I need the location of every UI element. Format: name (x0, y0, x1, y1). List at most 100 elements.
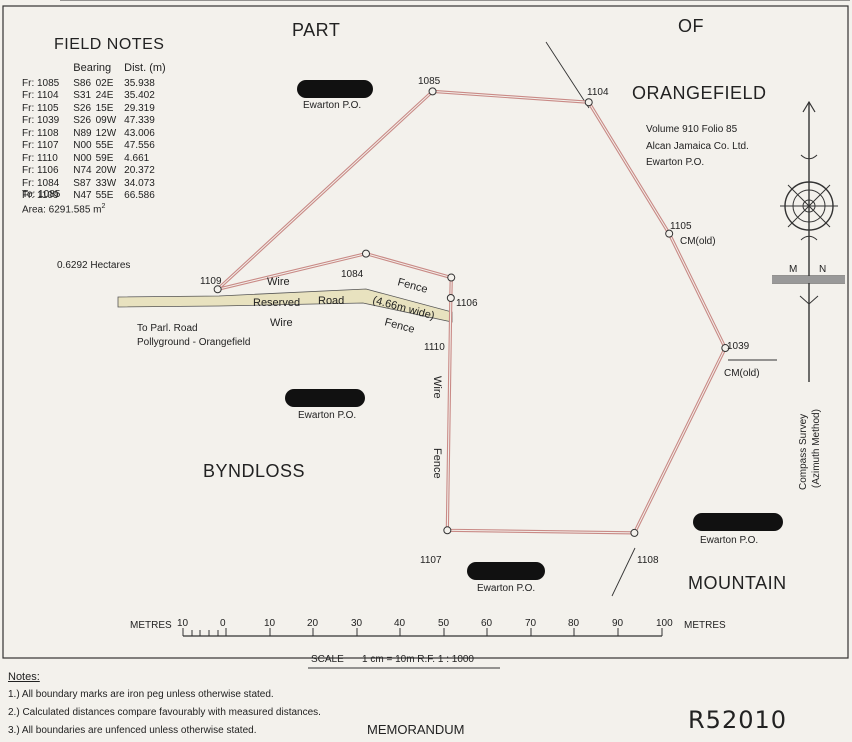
redacted-neighbour-1 (297, 80, 373, 98)
field-notes-cell-dist: 35.402 (124, 90, 155, 101)
field-notes-cell-dist: 43.006 (124, 127, 155, 139)
neighbour-po-3: Ewarton P.O. (700, 535, 759, 546)
scale-tick-label: 70 (525, 618, 537, 629)
field-notes-cell-ang: 12W (95, 127, 117, 139)
field-notes-cell-dist: 20.372 (124, 165, 155, 176)
field-notes-cell-ang: 15E (95, 102, 114, 114)
distance-header: Dist. (m) (124, 62, 166, 74)
boundary-peg-1110 (446, 294, 455, 302)
north-n-label: N (819, 264, 826, 275)
field-notes-cell-ang: 24E (95, 90, 114, 101)
orangefield-label: ORANGEFIELD (632, 83, 767, 103)
point-label-1084: 1084 (341, 269, 364, 280)
field-notes-cell-dist: 47.556 (124, 140, 155, 151)
scale-tick-label: 10 (264, 618, 276, 629)
pollyground-label: Pollyground - Orangefield (137, 337, 251, 348)
memorandum-label: MEMORANDUM (367, 722, 465, 737)
point-label-1039: 1039 (727, 341, 750, 352)
field-notes-to: To: 1085 (22, 189, 61, 200)
note-1: 1.) All boundary marks are iron peg unle… (8, 689, 274, 700)
field-notes-title: FIELD NOTES (54, 36, 165, 53)
part-label: PART (292, 20, 341, 40)
field-notes-cell-dir: N00 (73, 152, 92, 164)
boundary-peg-1084 (361, 249, 370, 258)
scale-bar (182, 628, 663, 669)
notes-heading: Notes: (8, 671, 40, 683)
compass-rose-icon (772, 100, 845, 382)
scale-tick-label: 20 (307, 618, 319, 629)
scale-tick-label: 100 (656, 618, 673, 629)
boundary-peg-1085 (428, 87, 437, 96)
redacted-neighbour-4 (467, 562, 545, 580)
redacted-neighbour-3 (693, 513, 783, 531)
scale-tick-label: 40 (394, 618, 406, 629)
byndloss-label: BYNDLOSS (203, 461, 306, 481)
field-notes-cell-dir: S26 (73, 102, 92, 114)
extension-line-1104 (545, 41, 590, 109)
scale-tick-label: 50 (438, 618, 450, 629)
scale-tick-label: 30 (351, 618, 363, 629)
field-notes-cell-dist: 4.661 (124, 152, 150, 164)
field-notes-cell-ang: 09W (95, 115, 117, 126)
scale-left-label: METRES (130, 620, 172, 631)
neighbour-po-1: Ewarton P.O. (303, 100, 362, 111)
field-notes-cell-ang: 02E (95, 77, 114, 89)
notes-block: Notes: 1.) All boundary marks are iron p… (8, 668, 321, 740)
bearing-header: Bearing (73, 62, 112, 74)
field-notes-cell-dir: N00 (73, 140, 92, 151)
plan-border (2, 5, 849, 659)
field-notes-cell-from: Fr: 1109 (22, 190, 59, 201)
area-superscript: 2 (101, 203, 106, 210)
reserved-label: Reserved (253, 297, 301, 309)
field-notes-cell-dist: 47.339 (124, 115, 155, 126)
cm-old-1105: CM(old) (680, 236, 716, 247)
wire-label-bottom: Wire (270, 317, 293, 329)
neighbour-po-4: Ewarton P.O. (477, 583, 536, 594)
scale-ratio: 1 cm = 10m R.F. 1 : 1000 (362, 654, 474, 665)
point-label-1085: 1085 (418, 76, 441, 87)
boundary-peg-1105 (665, 229, 674, 238)
scale-tick-label: 60 (481, 618, 493, 629)
wire-label-top: Wire (267, 276, 290, 288)
point-label-1110: 1110 (424, 342, 445, 353)
hectares-value: 0.6292 Hectares (57, 260, 131, 271)
road-label: Road (318, 295, 345, 307)
field-notes-cell-dir: S31 (73, 90, 92, 101)
scale-word: SCALE (311, 654, 344, 665)
field-notes-cell-dist: 29.319 (124, 102, 155, 114)
redacted-neighbour-2 (285, 389, 365, 407)
extension-line-1108 (611, 547, 636, 597)
field-notes-cell-ang: 55E (95, 190, 114, 201)
owner-company: Alcan Jamaica Co. Ltd. (646, 141, 749, 152)
field-notes-cell-ang: 33W (95, 177, 117, 189)
field-notes-cell-dist: 34.073 (124, 177, 155, 189)
field-notes-cell-dir: S86 (73, 77, 92, 89)
scale-tick-label: 0 (220, 618, 226, 629)
compass-survey-label: Compass Survey (798, 414, 809, 490)
note-2: 2.) Calculated distances compare favoura… (8, 707, 321, 718)
field-notes-cell-from: Fr: 1107 (22, 140, 59, 151)
neighbour-po-2: Ewarton P.O. (298, 410, 357, 421)
field-notes-cell-dir: N74 (73, 165, 92, 176)
field-notes-cell-dir: S87 (73, 177, 92, 189)
field-notes-cell-ang: 59E (95, 152, 114, 164)
reference-number: R52010 (688, 706, 788, 734)
of-label: OF (678, 16, 704, 36)
field-notes-cell-from: Fr: 1084 (22, 177, 60, 189)
mountain-label: MOUNTAIN (688, 573, 787, 593)
field-notes-cell-dir: N47 (73, 190, 92, 201)
fence-label-vertical: Fence (431, 448, 443, 479)
fence-label-bottom: Fence (383, 316, 416, 336)
note-3: 3.) All boundaries are unfenced unless o… (8, 725, 257, 736)
field-notes-cell-ang: 55E (95, 140, 114, 151)
field-notes-cell-from: Fr: 1039 (22, 115, 60, 126)
